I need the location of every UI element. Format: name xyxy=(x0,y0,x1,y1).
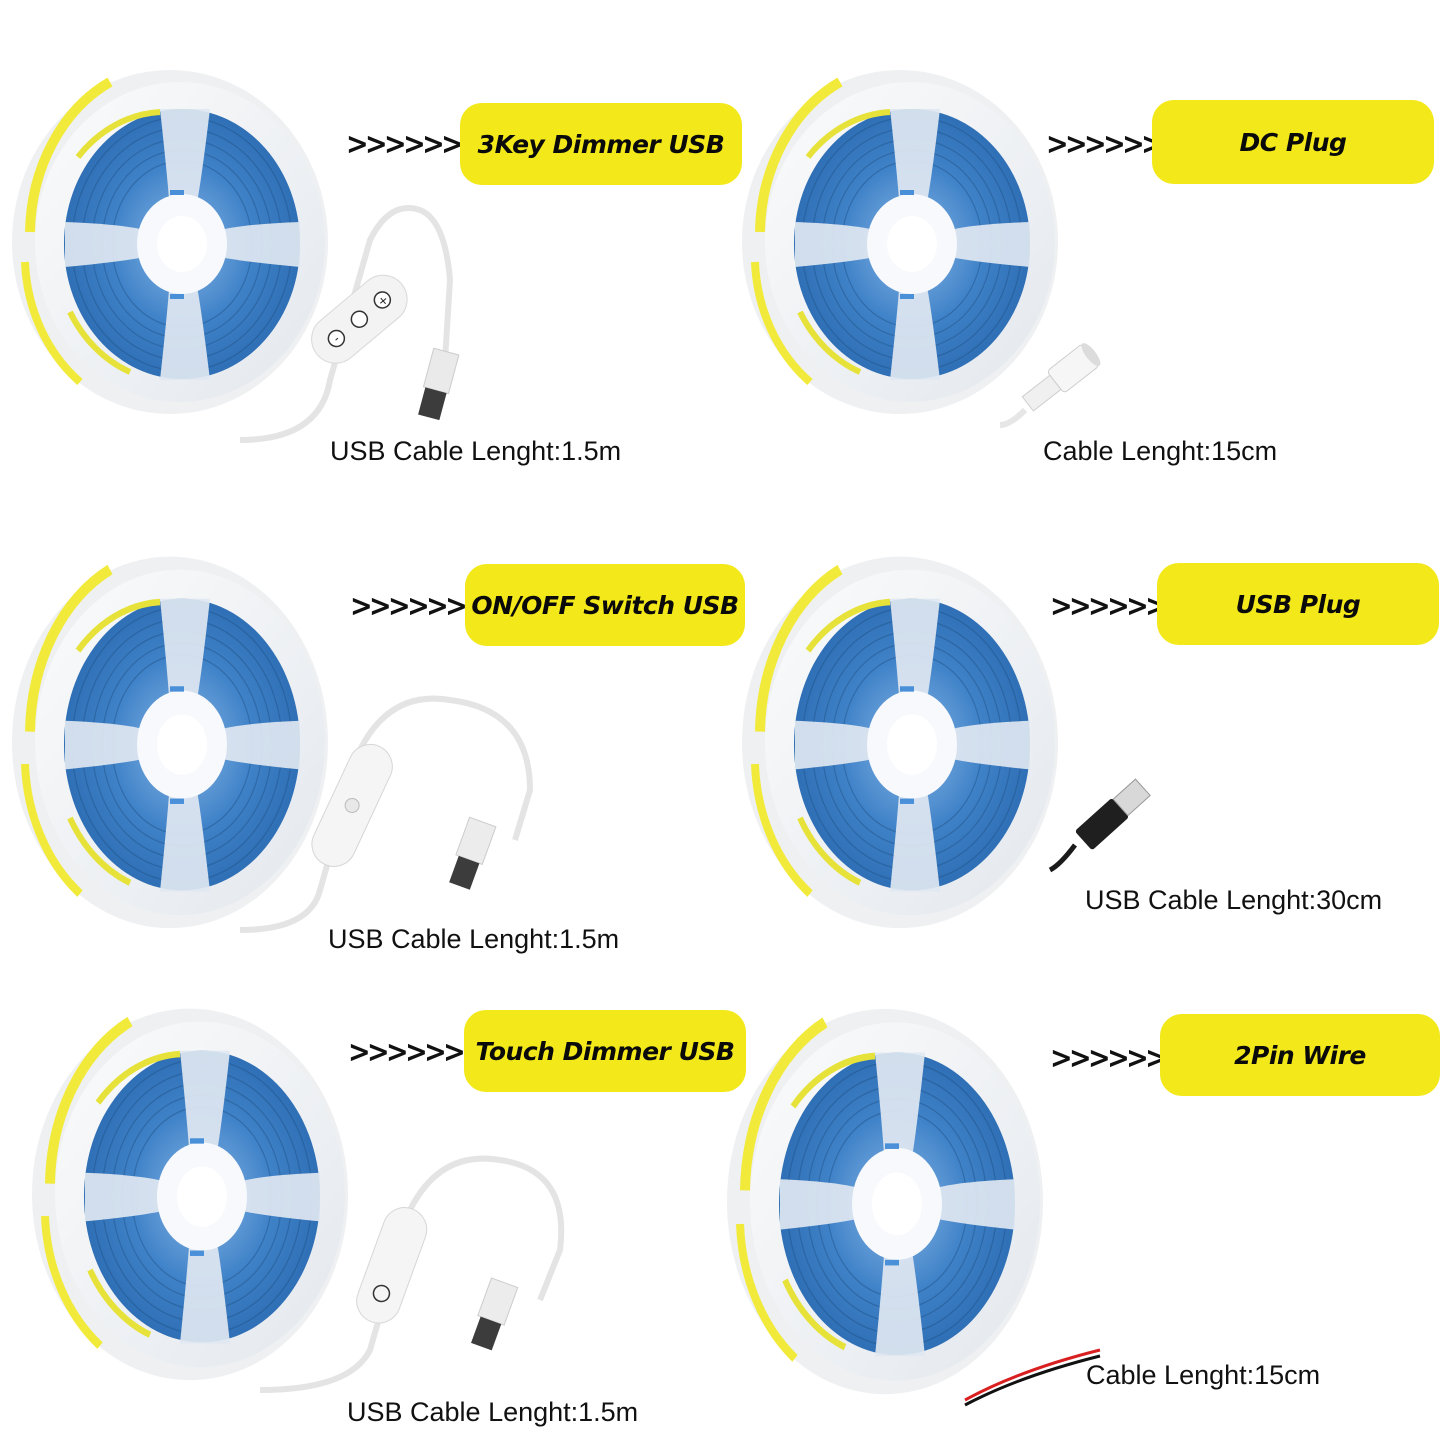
cable-length-caption: USB Cable Lenght:30cm xyxy=(1085,885,1383,915)
option-label: USB Plug xyxy=(1235,589,1361,619)
cable-length-caption: USB Cable Lenght:1.5m xyxy=(347,1397,639,1427)
cable-length-caption: USB Cable Lenght:1.5m xyxy=(330,436,622,466)
2pin-wire-image xyxy=(964,1348,1101,1407)
arrow-indicator: >>>>>> xyxy=(346,127,464,162)
option-label: 3Key Dimmer USB xyxy=(477,129,725,159)
dc-plug-cable-image xyxy=(999,343,1101,428)
arrow-indicator: >>>>>> xyxy=(1050,1041,1168,1076)
option-label: 2Pin Wire xyxy=(1234,1040,1366,1070)
option-label: ON/OFF Switch USB xyxy=(471,590,739,620)
dimmer-controller-cable-image: + - xyxy=(239,205,460,443)
arrow-indicator: >>>>>> xyxy=(350,589,468,624)
arrow-indicator: >>>>>> xyxy=(1050,589,1168,624)
led-strip-reel-image xyxy=(740,548,1080,948)
option-label: DC Plug xyxy=(1239,127,1347,157)
option-badge-3key-dimmer-usb: 3Key Dimmer USB xyxy=(460,103,742,185)
cable-length-caption: USB Cable Lenght:1.5m xyxy=(328,924,620,954)
inline-switch-cable-image xyxy=(239,695,534,933)
cable-length-caption: Cable Lenght:15cm xyxy=(1043,436,1278,466)
option-label: Touch Dimmer USB xyxy=(475,1036,735,1066)
usb-plug-cable-image xyxy=(1048,778,1151,873)
arrow-indicator: >>>>>> xyxy=(1046,127,1164,162)
option-badge-dc-plug: DC Plug xyxy=(1152,100,1434,184)
option-badge-2pin-wire: 2Pin Wire xyxy=(1160,1014,1440,1096)
arrow-indicator: >>>>>> xyxy=(348,1035,466,1070)
option-badge-usb-plug: USB Plug xyxy=(1157,563,1439,645)
touch-dimmer-cable-image xyxy=(259,1155,565,1393)
option-badge-touch-dimmer-usb: Touch Dimmer USB xyxy=(464,1010,746,1092)
cable-length-caption: Cable Lenght:15cm xyxy=(1086,1360,1321,1390)
option-badge-on-off-switch-usb: ON/OFF Switch USB xyxy=(465,564,745,646)
